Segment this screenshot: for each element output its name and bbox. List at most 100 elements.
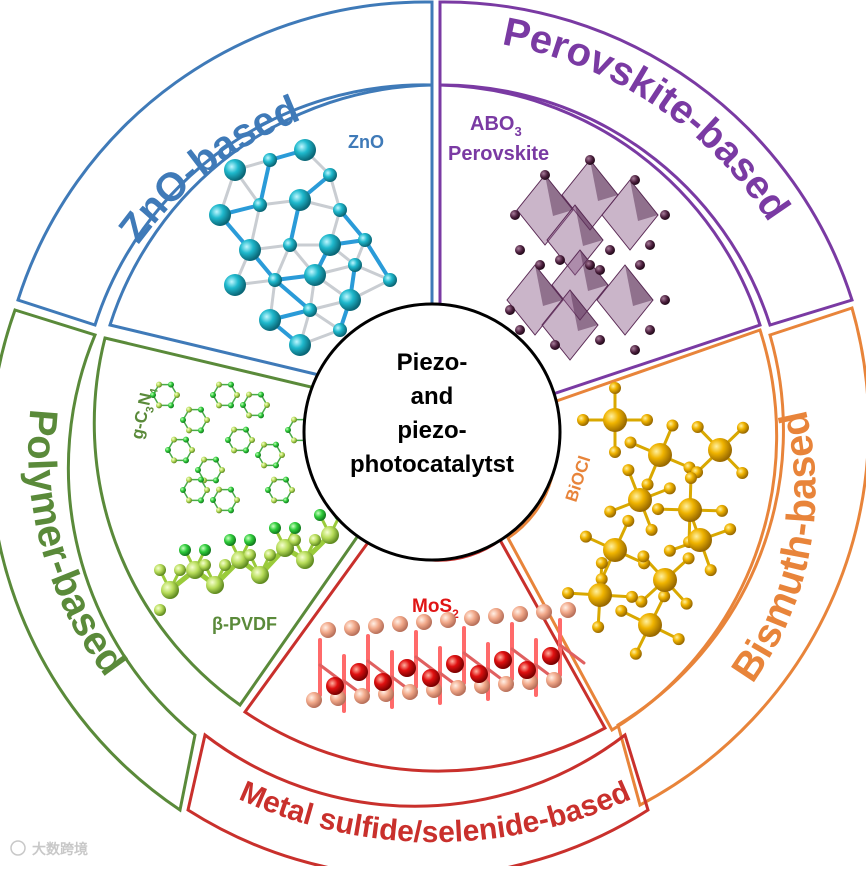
- bioc-atom-small: [595, 573, 608, 586]
- bioc-atom-small: [637, 550, 650, 563]
- gcn-atom: [234, 497, 240, 503]
- bioc-atom-big: [603, 408, 627, 432]
- bioc-atom-small: [562, 587, 575, 600]
- mos2-atom-mo: [518, 661, 536, 679]
- zno-atom: [358, 233, 372, 247]
- perovskite-octahedron-face: [580, 250, 608, 291]
- gcn-atom: [283, 497, 289, 504]
- pvdf-atom-backbone: [206, 576, 224, 594]
- bioc-atom-small: [658, 590, 671, 603]
- bioc-atom-small: [604, 505, 617, 518]
- mos2-atom-s: [488, 608, 504, 624]
- pvdf-atom-side: [199, 559, 211, 571]
- gcn-atom: [216, 381, 222, 388]
- zno-atom: [333, 323, 347, 337]
- bioc-atom-small: [704, 564, 717, 577]
- gcn-atom: [261, 462, 267, 469]
- gcn-atom: [210, 497, 216, 503]
- gcn-atom: [271, 497, 277, 504]
- gcn-atom: [255, 452, 261, 458]
- zno-atom: [259, 309, 281, 331]
- bioc-atom-small: [684, 472, 697, 485]
- pvdf-atom-end: [154, 604, 166, 616]
- gcn-atom: [216, 507, 222, 514]
- bioc-atom-small: [577, 414, 589, 426]
- gcn-atom: [283, 476, 289, 483]
- perovskite-octahedron-face: [630, 180, 658, 221]
- pvdf-structure: [154, 509, 346, 616]
- perovskite-atom: [660, 295, 670, 305]
- perovskite-atom: [660, 210, 670, 220]
- bioc-atom-big: [678, 498, 702, 522]
- zno-atom: [348, 258, 362, 272]
- mos2-atom-mo: [398, 659, 416, 677]
- mos2-atom-s: [450, 680, 466, 696]
- pvdf-atom-side: [174, 564, 186, 576]
- gcn-atom: [228, 486, 234, 493]
- bioc-atom-small: [625, 590, 638, 603]
- gcn-atom: [189, 447, 195, 453]
- mos2-atom-s: [546, 672, 562, 688]
- gcn-atom: [246, 412, 252, 419]
- bioc-atom-small: [715, 504, 728, 517]
- gcn-atom: [198, 427, 204, 434]
- pvdf-atom-side: [269, 522, 281, 534]
- perovskite-atom: [630, 175, 640, 185]
- perovskite-atom: [550, 340, 560, 350]
- gcn-atom: [240, 402, 246, 408]
- gcn-atom: [243, 447, 249, 454]
- perovskite-atom: [540, 170, 550, 180]
- gcn-atom: [216, 486, 222, 493]
- zno-atom: [224, 159, 246, 181]
- gcn-atom: [289, 487, 295, 493]
- zno-atom: [303, 303, 317, 317]
- zno-bond: [273, 278, 312, 312]
- zno-bond: [258, 158, 272, 207]
- center-line-3: piezo-: [397, 417, 466, 444]
- zno-bond: [363, 238, 392, 282]
- zno-atom: [268, 273, 282, 287]
- gcn-atom: [168, 381, 174, 388]
- pvdf-atom-side: [199, 544, 211, 556]
- perovskite-octahedron: [506, 264, 564, 336]
- gcn-atom: [258, 412, 264, 419]
- gcn-atom: [249, 437, 255, 443]
- bioc-atom-small: [624, 436, 637, 449]
- perovskite-atom: [505, 305, 515, 315]
- bioc-atom-small: [736, 421, 749, 434]
- bioc-atom-small: [609, 382, 621, 394]
- mos2-atom-s: [498, 676, 514, 692]
- bismuth-inner-label: BiOCl: [562, 453, 595, 504]
- perovskite-atom: [595, 265, 605, 275]
- gcn-atom: [213, 456, 219, 463]
- watermark-text: 大数跨境: [32, 841, 88, 858]
- g-c3n4-structure: [150, 381, 315, 514]
- gcn-atom: [265, 487, 271, 493]
- gcn-atom: [231, 447, 237, 454]
- pvdf-atom-side: [219, 559, 231, 571]
- bioc-atom-small: [680, 597, 693, 610]
- gcn-atom: [264, 402, 270, 408]
- center-hub: Piezo- and piezo- photocatalytst: [302, 302, 562, 562]
- pvdf-atom-side: [309, 534, 321, 546]
- perovskite-octahedron: [516, 174, 574, 246]
- gcn-atom: [273, 462, 279, 469]
- bioc-atom-small: [641, 478, 654, 491]
- mos2-atom-mo: [326, 677, 344, 695]
- zno-atom: [289, 189, 311, 211]
- gcn-atom: [198, 497, 204, 504]
- pvdf-atom-side: [314, 509, 326, 521]
- bioc-atom-big: [653, 568, 677, 592]
- bioc-atom-small: [663, 544, 676, 557]
- gcn-atom: [234, 392, 240, 398]
- bioc-atom-small: [682, 552, 695, 565]
- gcn-atom: [231, 426, 237, 433]
- perovskite-octahedron: [601, 179, 659, 251]
- bioc-atom-small: [622, 514, 635, 527]
- bioc-atom-small: [629, 647, 642, 660]
- mos2-atom-s: [344, 620, 360, 636]
- perovskite-atom: [605, 245, 615, 255]
- zno-inner-label: ZnO: [348, 132, 384, 152]
- bioc-atom-small: [622, 464, 635, 477]
